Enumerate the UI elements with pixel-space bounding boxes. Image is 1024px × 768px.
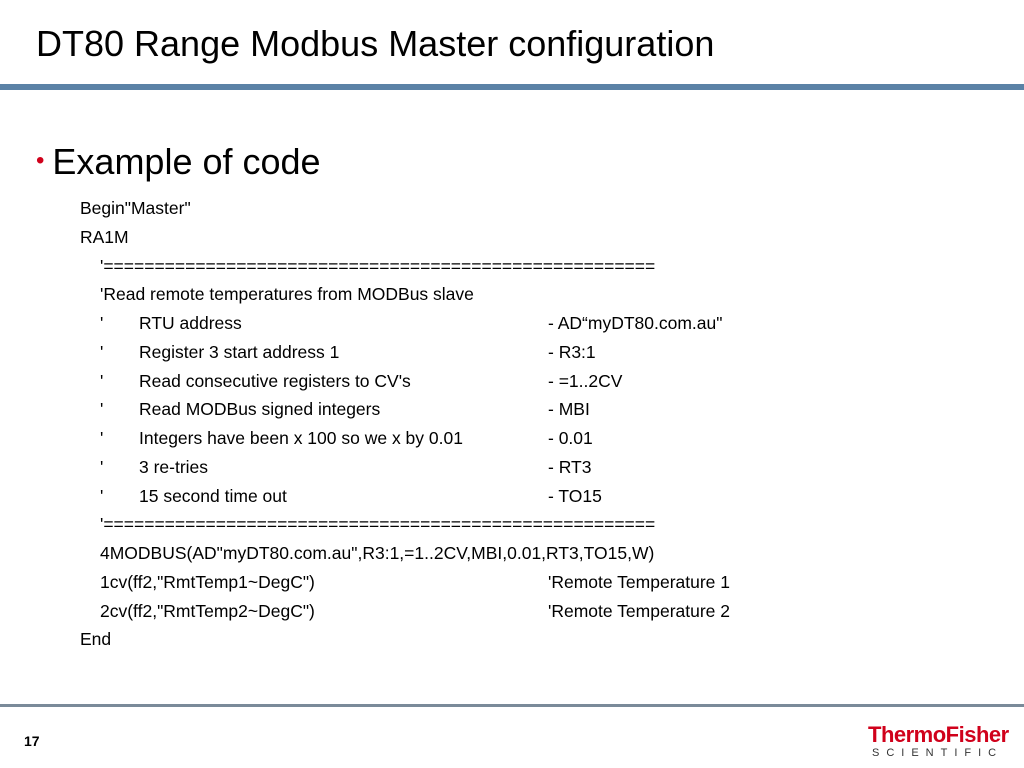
code-comment-desc: Read MODBus signed integers <box>139 399 381 420</box>
code-text: 1cv(ff2,"RmtTemp1~DegC") <box>100 571 315 592</box>
code-comment-mark: ' <box>100 456 104 477</box>
code-comment-mark: ' <box>100 428 104 448</box>
logo-wordmark: ThermoFisher <box>868 722 1009 747</box>
bullet-text: Example of code <box>52 141 321 182</box>
code-text: '=======================================… <box>100 514 656 535</box>
code-text: 4MODBUS(AD"myDT80.com.au",R3:1,=1..2CV,M… <box>100 543 655 563</box>
code-comment-value: - AD“myDT80.com.au" <box>548 313 723 333</box>
code-text: 'Read remote temperatures from MODBus sl… <box>100 284 474 305</box>
page-title: DT80 Range Modbus Master configuration <box>36 23 715 64</box>
code-text: '=======================================… <box>100 255 656 276</box>
code-comment-mark: ' <box>100 341 104 362</box>
code-text: 2cv(ff2,"RmtTemp2~DegC") <box>100 600 315 621</box>
code-text: Begin"Master" <box>80 198 191 218</box>
bullet-icon: • <box>36 147 45 174</box>
logo-subtitle: SCIENTIFIC <box>872 747 1004 759</box>
code-comment-value: - MBI <box>548 399 590 420</box>
code-comment-desc: Integers have been x 100 so we x by 0.01 <box>139 428 463 448</box>
code-comment-value: - =1..2CV <box>548 370 623 391</box>
code-comment-mark: ' <box>100 399 104 420</box>
code-comment-value: - 0.01 <box>548 428 593 448</box>
code-comment-desc: 15 second time out <box>139 485 287 506</box>
code-comment-mark: ' <box>100 370 104 391</box>
code-comment-value: - R3:1 <box>548 341 596 362</box>
bullet-item: • Example of code <box>36 140 321 189</box>
code-text: End <box>80 629 112 650</box>
code-comment-desc: Register 3 start address 1 <box>139 341 340 362</box>
code-comment-desc: RTU address <box>139 313 242 333</box>
code-comment-mark: ' <box>100 313 104 333</box>
code-text: RA1M <box>80 226 129 247</box>
title-divider <box>0 84 1024 90</box>
footer-divider <box>0 704 1024 707</box>
code-comment-desc: Read consecutive registers to CV's <box>139 370 411 391</box>
code-comment-value: - TO15 <box>548 485 602 506</box>
code-inline-comment: 'Remote Temperature 2 <box>548 600 730 621</box>
code-inline-comment: 'Remote Temperature 1 <box>548 571 730 592</box>
code-comment-value: - RT3 <box>548 456 592 477</box>
code-comment-desc: 3 re-tries <box>139 456 209 477</box>
code-comment-mark: ' <box>100 485 104 506</box>
page-number: 17 <box>24 733 40 749</box>
company-logo: ThermoFisher SCIENTIFIC <box>868 722 1010 762</box>
